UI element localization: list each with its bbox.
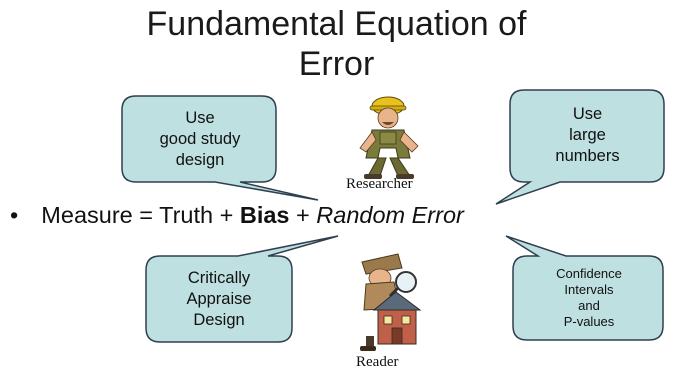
- callout-bottom-right-text: Confidence Intervals and P-values: [556, 266, 622, 329]
- callout-top-right-text: Use large numbers: [555, 105, 620, 165]
- title-line-1: Fundamental Equation of: [146, 5, 527, 43]
- callout-top-left: [121, 95, 319, 201]
- equation: • Measure = Truth + Bias + Random Error: [10, 202, 464, 229]
- callout-bottom-right: [505, 235, 664, 341]
- callout-bottom-left: [145, 235, 339, 343]
- callout-top-left-text: Use good study design: [159, 109, 241, 169]
- equation-prefix: Measure = Truth +: [41, 202, 240, 228]
- slide-title: Fundamental Equation of Error: [0, 4, 673, 84]
- equation-bias: Bias: [239, 202, 290, 228]
- callout-bottom-left-text: Critically Appraise Design: [186, 269, 252, 329]
- equation-random-error: Random Error: [316, 202, 464, 228]
- reader-label: Reader: [356, 354, 399, 370]
- researcher-label: Researcher: [346, 176, 413, 192]
- equation-bullet: •: [10, 202, 19, 228]
- reader-figure: [360, 253, 422, 351]
- callout-top-right: [495, 89, 665, 205]
- researcher-figure: [359, 96, 419, 179]
- title-line-2: Error: [298, 45, 375, 83]
- equation-plus: +: [289, 202, 317, 228]
